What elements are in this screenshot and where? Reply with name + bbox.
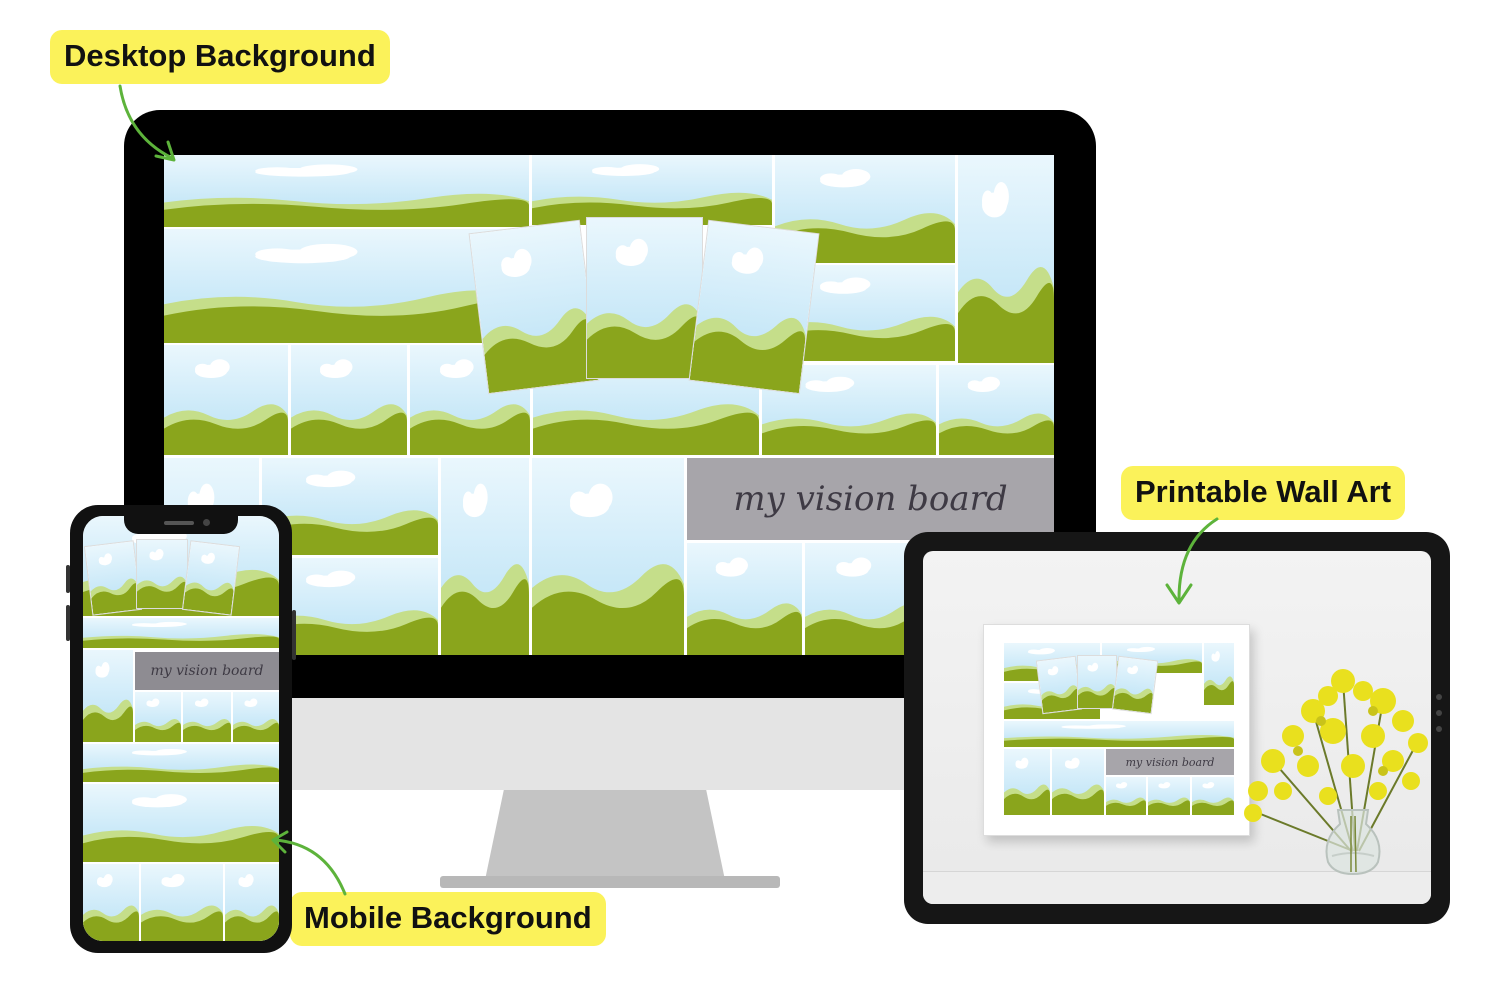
tablet-camera-icon xyxy=(1436,726,1442,732)
framed-tile xyxy=(1192,777,1234,815)
phone-screen: my vision board xyxy=(83,516,279,941)
arrow-icon xyxy=(118,84,176,162)
fanned-photo xyxy=(587,218,702,378)
tablet-camera-icon xyxy=(1436,710,1442,716)
framed-vision-board-title: my vision board xyxy=(1106,749,1234,775)
framed-tile xyxy=(1204,643,1234,705)
phone-fanned-photo xyxy=(137,540,187,608)
desktop-tile xyxy=(291,345,407,455)
vision-board-title: my vision board xyxy=(687,458,1054,540)
phone-tile xyxy=(83,650,133,742)
printable-wall-art-label: Printable Wall Art xyxy=(1121,466,1406,520)
phone-tile xyxy=(83,618,279,648)
fanned-photo xyxy=(689,220,819,394)
vase-icon xyxy=(1325,809,1381,876)
fanned-photo xyxy=(469,220,599,394)
phone-vision-board-title: my vision board xyxy=(135,652,279,690)
desktop-background-label: Desktop Background xyxy=(50,30,390,84)
flower-icon xyxy=(1244,669,1428,852)
phone-tile xyxy=(233,692,279,742)
framed-vision-board-title-text: my vision board xyxy=(1125,755,1215,769)
framed-fanned-photo xyxy=(1078,656,1116,708)
picture-frame: my vision board xyxy=(983,624,1250,836)
framed-tile xyxy=(1148,777,1190,815)
tablet-camera-icon xyxy=(1436,694,1442,700)
phone-side-button xyxy=(66,605,70,641)
phone-tile xyxy=(83,864,139,941)
phone-tile xyxy=(135,692,181,742)
desktop-tile xyxy=(687,543,802,655)
desktop-tile xyxy=(958,155,1054,363)
phone-side-button xyxy=(66,565,70,593)
phone-vision-board-title-text: my vision board xyxy=(150,663,264,679)
shelf xyxy=(923,871,1431,904)
desktop-tile xyxy=(164,155,529,227)
phone-tile xyxy=(83,744,279,782)
monitor-stand xyxy=(485,788,725,880)
phone-fanned-photo xyxy=(85,541,141,615)
desktop-tile xyxy=(164,345,288,455)
framed-fanned-photo xyxy=(1036,656,1082,714)
framed-fanned-photo xyxy=(1112,656,1158,714)
desktop-tile xyxy=(532,155,772,225)
framed-tile xyxy=(1004,721,1234,747)
framed-tile xyxy=(1052,749,1104,815)
framed-tile xyxy=(1106,777,1146,815)
tablet-screen: my vision board xyxy=(923,551,1431,904)
monitor-base xyxy=(440,876,780,888)
desktop-tile xyxy=(532,458,684,655)
arrow-icon xyxy=(271,830,347,896)
mobile-background-label: Mobile Background xyxy=(290,892,606,946)
phone-fanned-photo xyxy=(183,541,239,615)
desktop-tile xyxy=(441,458,529,655)
phone-tile xyxy=(83,784,279,862)
phone-tile xyxy=(183,692,231,742)
framed-vision-board: my vision board xyxy=(1004,643,1234,815)
phone-side-button xyxy=(292,610,296,660)
phone-speaker xyxy=(164,521,194,525)
desktop-tile xyxy=(939,365,1054,455)
phone-tile xyxy=(141,864,223,941)
vision-board-title-text: my vision board xyxy=(733,479,1008,519)
arrow-icon xyxy=(1165,517,1219,605)
framed-tile xyxy=(1004,749,1050,815)
phone-camera-icon xyxy=(203,519,210,526)
